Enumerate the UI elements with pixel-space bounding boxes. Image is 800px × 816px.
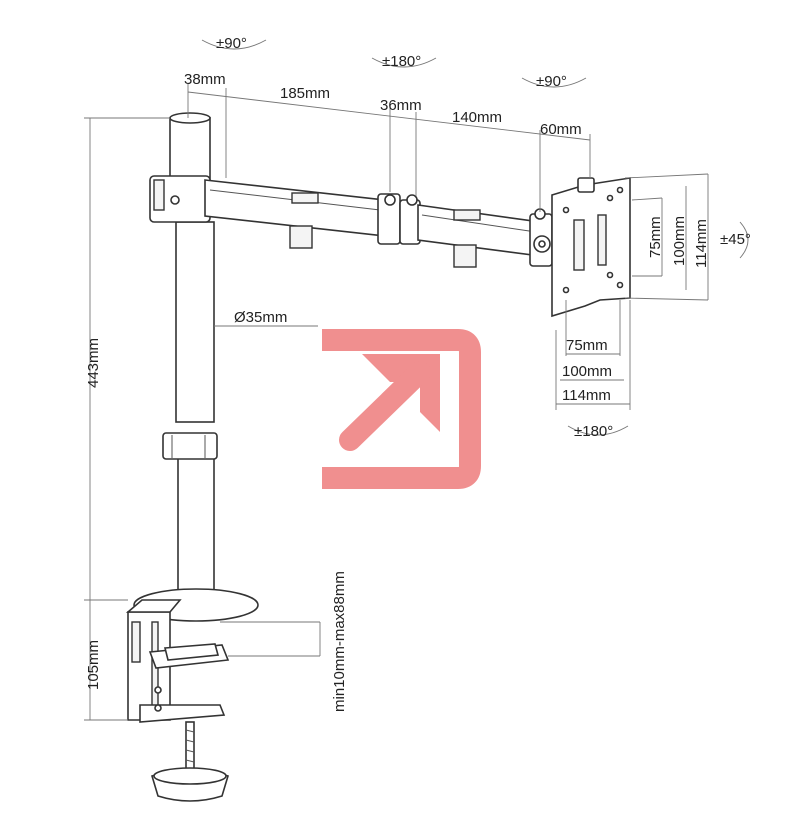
rotation-arcs xyxy=(201,39,749,436)
badge-arrow-shaft xyxy=(339,361,431,451)
clamp-height-label: 105mm xyxy=(85,640,102,690)
arm-dim-140: 140mm xyxy=(452,109,502,126)
vesa-horizontal-100: 100mm xyxy=(562,363,612,380)
arm-dim-36: 36mm xyxy=(380,97,422,114)
middle-joint-rotation: ±180° xyxy=(382,53,421,70)
vesa-horizontal-75: 75mm xyxy=(566,337,608,354)
dimension-lines xyxy=(84,84,709,721)
arm xyxy=(149,175,553,268)
dimension-labels: 38mm 185mm 36mm 140mm 60mm Ø35mm 443mm 1… xyxy=(85,71,710,712)
badge-frame xyxy=(322,329,481,489)
pole-height-label: 443mm xyxy=(85,338,102,388)
arm-dim-60: 60mm xyxy=(540,121,582,138)
open-external-arrow-icon[interactable] xyxy=(322,329,481,489)
vesa-plate xyxy=(551,177,631,318)
pole-joint-rotation: ±90° xyxy=(216,35,247,52)
desk-clamp xyxy=(125,599,230,802)
vesa-vertical-75: 75mm xyxy=(647,216,664,258)
arm-dim-185: 185mm xyxy=(280,85,330,102)
vesa-vertical-100: 100mm xyxy=(671,216,688,266)
swivel-rotation: ±180° xyxy=(574,423,613,440)
pole-diameter-label: Ø35mm xyxy=(234,309,287,326)
rotation-labels: ±90° ±180° ±90° ±45° ±180° xyxy=(216,35,751,440)
vesa-vertical-114: 114mm xyxy=(693,219,710,268)
desk-thickness-label: min10mm-max88mm xyxy=(331,571,348,712)
head-joint-rotation: ±90° xyxy=(536,73,567,90)
arm-dim-38: 38mm xyxy=(184,71,226,88)
vesa-horizontal-114: 114mm xyxy=(562,387,611,404)
tilt-rotation: ±45° xyxy=(720,231,751,248)
